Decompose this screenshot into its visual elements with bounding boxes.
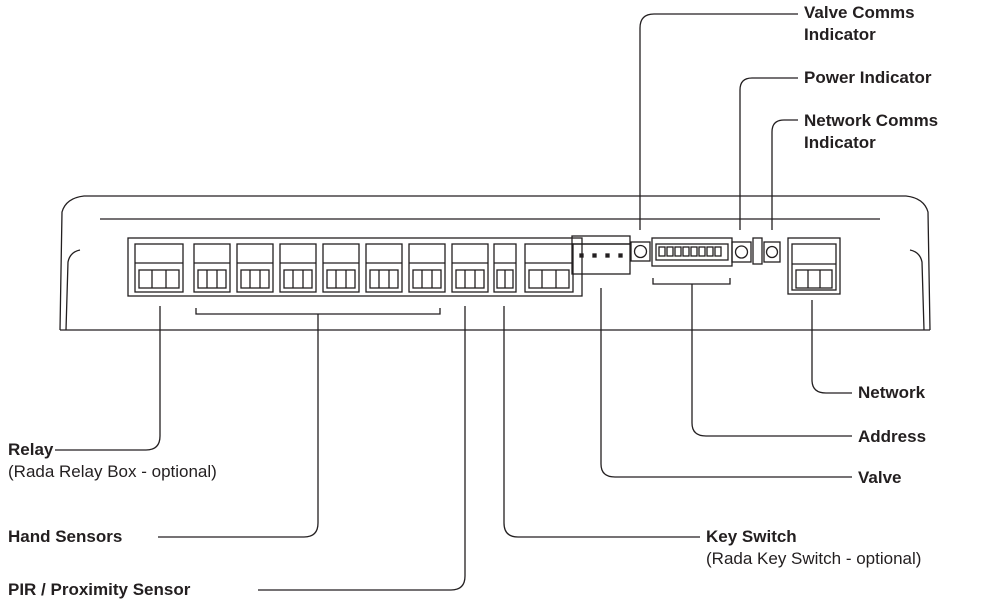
relay-note: (Rada Relay Box - optional) [8, 462, 217, 481]
label-network: Network [858, 382, 925, 404]
valve-text: Valve [858, 468, 902, 487]
connector-hand-sensor-4 [322, 243, 360, 293]
key-switch-title: Key Switch [706, 527, 797, 546]
leader-lines [55, 13, 852, 591]
connector-network [787, 237, 841, 295]
hand-sensors-text: Hand Sensors [8, 527, 123, 546]
label-relay: Relay (Rada Relay Box - optional) [8, 439, 217, 483]
connector-hand-sensor-1 [193, 243, 231, 293]
label-valve: Valve [858, 467, 902, 489]
address-text: Address [858, 427, 927, 446]
key-switch-note: (Rada Key Switch - optional) [706, 549, 922, 568]
power-led [731, 241, 752, 263]
housing-outline [59, 195, 931, 331]
connector-hand-sensor-6 [408, 243, 446, 293]
pir-text: PIR / Proximity Sensor [8, 580, 191, 599]
power-indicator-text: Power Indicator [804, 68, 932, 87]
label-hand-sensors: Hand Sensors [8, 526, 122, 548]
connector-relay [134, 243, 184, 293]
valve-connector [571, 235, 631, 275]
label-network-comms-indicator: Network Comms Indicator [804, 110, 938, 154]
network-text: Network [858, 383, 926, 402]
connector-hand-sensor-2 [236, 243, 274, 293]
valve-comms-line1: Valve Comms [804, 3, 915, 22]
housing-inner-edge [65, 249, 81, 331]
network-comms-line1: Network Comms [804, 111, 939, 130]
connector-spare [524, 243, 574, 293]
connector-panel [127, 237, 583, 297]
label-key-switch: Key Switch (Rada Key Switch - optional) [706, 526, 921, 570]
label-pir-proximity-sensor: PIR / Proximity Sensor [8, 579, 190, 601]
network-comms-led [763, 241, 781, 263]
valve-comms-led [630, 241, 651, 262]
connector-hand-sensor-5 [365, 243, 403, 293]
connector-hand-sensor-3 [279, 243, 317, 293]
connector-pir [451, 243, 489, 293]
connector-key-switch [493, 243, 517, 293]
relay-title: Relay [8, 440, 54, 459]
network-comms-line2: Indicator [804, 133, 876, 152]
label-power-indicator: Power Indicator [804, 67, 932, 89]
address-dip-switch [651, 237, 733, 267]
label-valve-comms-indicator: Valve Comms Indicator [804, 2, 915, 46]
label-address: Address [858, 426, 926, 448]
valve-comms-line2: Indicator [804, 25, 876, 44]
